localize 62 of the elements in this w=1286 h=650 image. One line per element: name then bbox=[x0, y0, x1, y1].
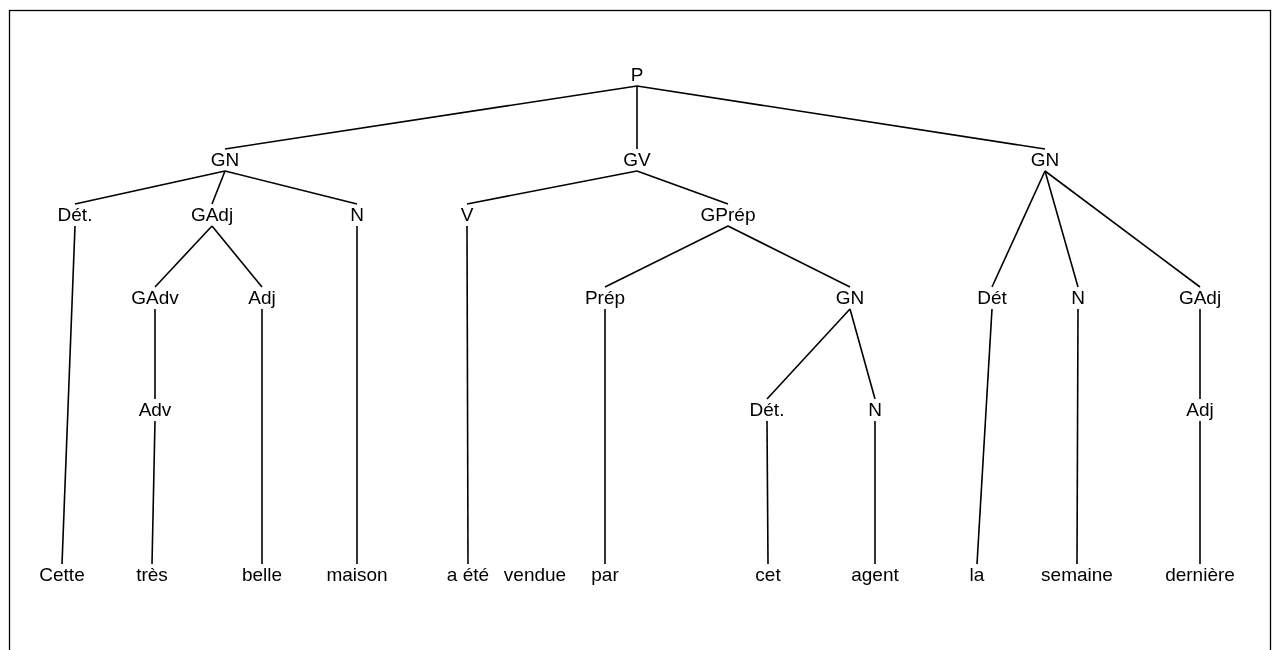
tree-branch-line bbox=[727, 225, 851, 288]
category-label: GAdv bbox=[130, 287, 180, 309]
tree-branch-line bbox=[766, 420, 769, 565]
tree-branch-line bbox=[1199, 420, 1201, 565]
tree-branch-line bbox=[74, 170, 226, 205]
tree-branch-line bbox=[976, 308, 993, 565]
tree-branch-line bbox=[224, 85, 638, 150]
category-label: P bbox=[629, 64, 645, 86]
word-label: Cette bbox=[38, 564, 86, 586]
category-label: GPrép bbox=[699, 204, 757, 226]
category-label: Adj bbox=[1185, 399, 1215, 421]
tree-branch-line bbox=[151, 420, 156, 565]
category-label: GN bbox=[209, 149, 241, 171]
tree-branch-line bbox=[211, 170, 226, 205]
tree-branch-line bbox=[874, 420, 876, 565]
word-label: vendue bbox=[502, 564, 568, 586]
tree-branch-line bbox=[466, 225, 469, 565]
category-label: N bbox=[867, 399, 883, 421]
tree-branch-line bbox=[604, 225, 729, 288]
tree-branch-line bbox=[636, 85, 1046, 150]
category-label: Dét bbox=[976, 287, 1008, 309]
tree-branch-line bbox=[1044, 170, 1079, 288]
tree-branch-line bbox=[356, 225, 358, 565]
category-label: GV bbox=[622, 149, 652, 171]
word-label: maison bbox=[325, 564, 389, 586]
tree-branch-line bbox=[636, 170, 729, 205]
category-label: Adv bbox=[137, 399, 173, 421]
tree-branch-line bbox=[1044, 170, 1201, 288]
tree-branch-line bbox=[766, 308, 851, 400]
word-label: dernière bbox=[1164, 564, 1236, 586]
tree-branch-line bbox=[849, 308, 876, 400]
word-label: a été bbox=[445, 564, 491, 586]
tree-branch-line bbox=[61, 225, 76, 565]
word-label: la bbox=[968, 564, 986, 586]
category-label: V bbox=[459, 204, 475, 226]
tree-branch-line bbox=[1199, 308, 1201, 400]
tree-branch-line bbox=[261, 308, 263, 565]
word-label: par bbox=[590, 564, 620, 586]
tree-branch-line bbox=[1076, 308, 1079, 565]
tree-branch-line bbox=[604, 308, 606, 565]
word-label: semaine bbox=[1040, 564, 1114, 586]
tree-branch-line bbox=[224, 170, 358, 205]
category-label: GAdj bbox=[1177, 287, 1223, 309]
word-label: très bbox=[135, 564, 169, 586]
category-label: Prép bbox=[583, 287, 627, 309]
word-label: agent bbox=[850, 564, 900, 586]
tree-branch-line bbox=[636, 85, 638, 150]
category-label: N bbox=[349, 204, 365, 226]
category-label: GAdj bbox=[189, 204, 235, 226]
category-label: GN bbox=[834, 287, 866, 309]
tree-branch-line bbox=[211, 225, 263, 288]
category-label: N bbox=[1070, 287, 1086, 309]
category-label: Dét. bbox=[56, 204, 94, 226]
word-label: cet bbox=[754, 564, 782, 586]
tree-branch-line bbox=[154, 225, 213, 288]
tree-branch-line bbox=[466, 170, 638, 205]
category-label: Adj bbox=[247, 287, 277, 309]
category-label: Dét. bbox=[748, 399, 786, 421]
category-label: GN bbox=[1029, 149, 1061, 171]
tree-branch-line bbox=[991, 170, 1046, 288]
word-label: belle bbox=[240, 564, 284, 586]
tree-branch-line bbox=[154, 308, 156, 400]
